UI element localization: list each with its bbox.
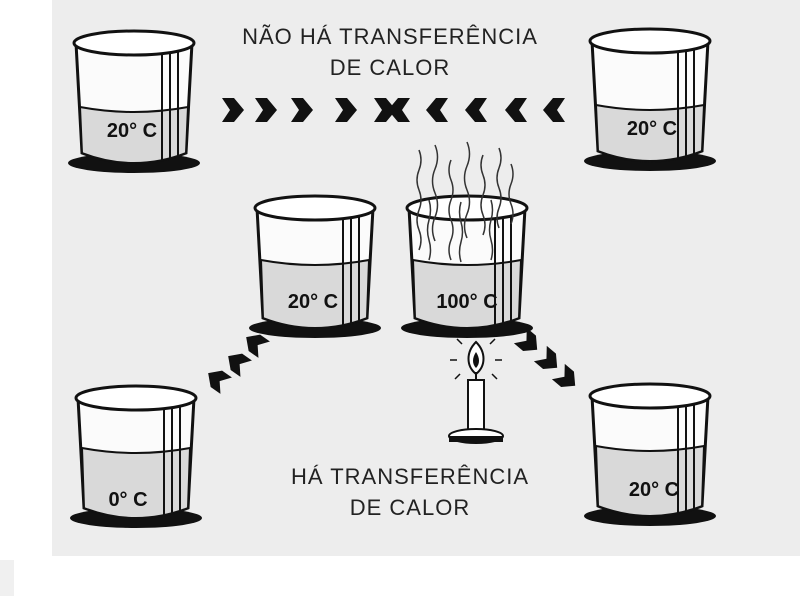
arrow-left-icon: [426, 98, 448, 122]
beaker-label: 20° C: [627, 118, 677, 140]
beaker-label: 20° C: [107, 120, 157, 142]
arrow-left-icon: [465, 98, 487, 122]
left-diagonal-arrows: [208, 334, 270, 394]
arrow-right-icon: [222, 98, 244, 122]
steam-icon: [416, 141, 514, 263]
top-caption: NÃO HÁ TRANSFERÊNCIA DE CALOR: [225, 22, 555, 84]
top-caption-line2: DE CALOR: [329, 54, 451, 80]
arrow-down-right-icon: [533, 345, 558, 369]
beaker-bottom-left: 0° C: [70, 384, 202, 528]
arrow-down-left-icon: [246, 334, 270, 358]
top-arrows: [222, 98, 565, 122]
right-diagonal-arrows: [513, 327, 576, 387]
bottom-caption-line1: HÁ TRANSFERÊNCIA: [290, 464, 530, 489]
arrow-right-icon: [255, 98, 277, 122]
beaker-middle-left: 20° C: [249, 194, 381, 338]
arrow-right-icon: [291, 98, 313, 122]
arrow-down-right-icon: [551, 363, 576, 387]
beaker-label: 20° C: [629, 479, 679, 501]
arrow-right-icon: [335, 98, 357, 122]
arrow-left-icon: [543, 98, 565, 122]
beaker-top-right: 20° C: [584, 27, 716, 171]
beaker-label: 0° C: [108, 489, 147, 511]
beaker-top-left: 20° C: [68, 29, 200, 173]
bottom-caption: HÁ TRANSFERÊNCIA DE CALOR: [270, 462, 550, 524]
arrow-down-left-icon: [208, 370, 232, 394]
beaker-label: 20° C: [288, 291, 338, 313]
candle-icon: [448, 330, 504, 444]
arrow-right-icon: [374, 98, 396, 122]
beaker-label: 100° C: [436, 291, 497, 313]
arrow-down-right-icon: [513, 327, 538, 351]
top-caption-line1: NÃO HÁ TRANSFERÊNCIA: [242, 24, 538, 49]
bottom-caption-line2: DE CALOR: [349, 494, 471, 520]
beaker-bottom-right: 20° C: [584, 382, 716, 526]
arrow-down-left-icon: [228, 353, 252, 377]
page-corner: [0, 560, 14, 596]
beaker-middle-hot: 100° C: [401, 141, 533, 338]
arrow-left-icon: [505, 98, 527, 122]
arrow-left-icon: [388, 98, 410, 122]
